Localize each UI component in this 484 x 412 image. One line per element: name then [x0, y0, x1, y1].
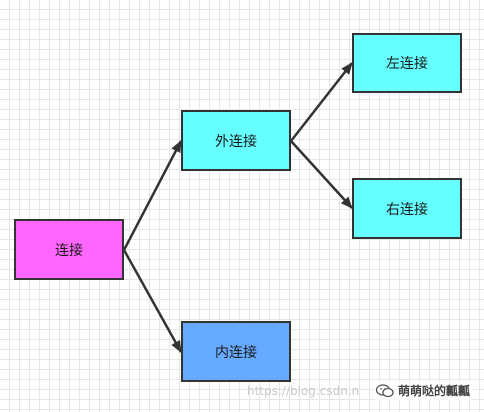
watermark-url: https://blog.csdn.n: [247, 384, 360, 398]
watermark-brand: 萌萌哒的瓤瓤: [373, 381, 474, 400]
node-inner-join: 内连接: [181, 321, 291, 382]
node-outer-join-label: 外连接: [215, 133, 257, 150]
node-left-join-label: 左连接: [386, 56, 428, 72]
edge-outer-to-left: [290, 62, 353, 142]
edge-outer-to-right: [290, 140, 353, 209]
node-outer-join: 外连接: [181, 110, 291, 171]
node-right-join: 右连接: [352, 178, 462, 239]
node-inner-join-label: 内连接: [215, 344, 257, 361]
node-join: 连接: [14, 219, 124, 280]
edge-root-to-inner: [122, 249, 183, 353]
node-right-join-label: 右连接: [386, 201, 428, 218]
node-left-join: 左连接: [352, 33, 462, 93]
edge-root-to-outer: [122, 140, 183, 251]
wechat-icon: [376, 383, 394, 397]
watermark-brand-label: 萌萌哒的瓤瓤: [398, 384, 471, 398]
node-join-label: 连接: [55, 242, 83, 259]
